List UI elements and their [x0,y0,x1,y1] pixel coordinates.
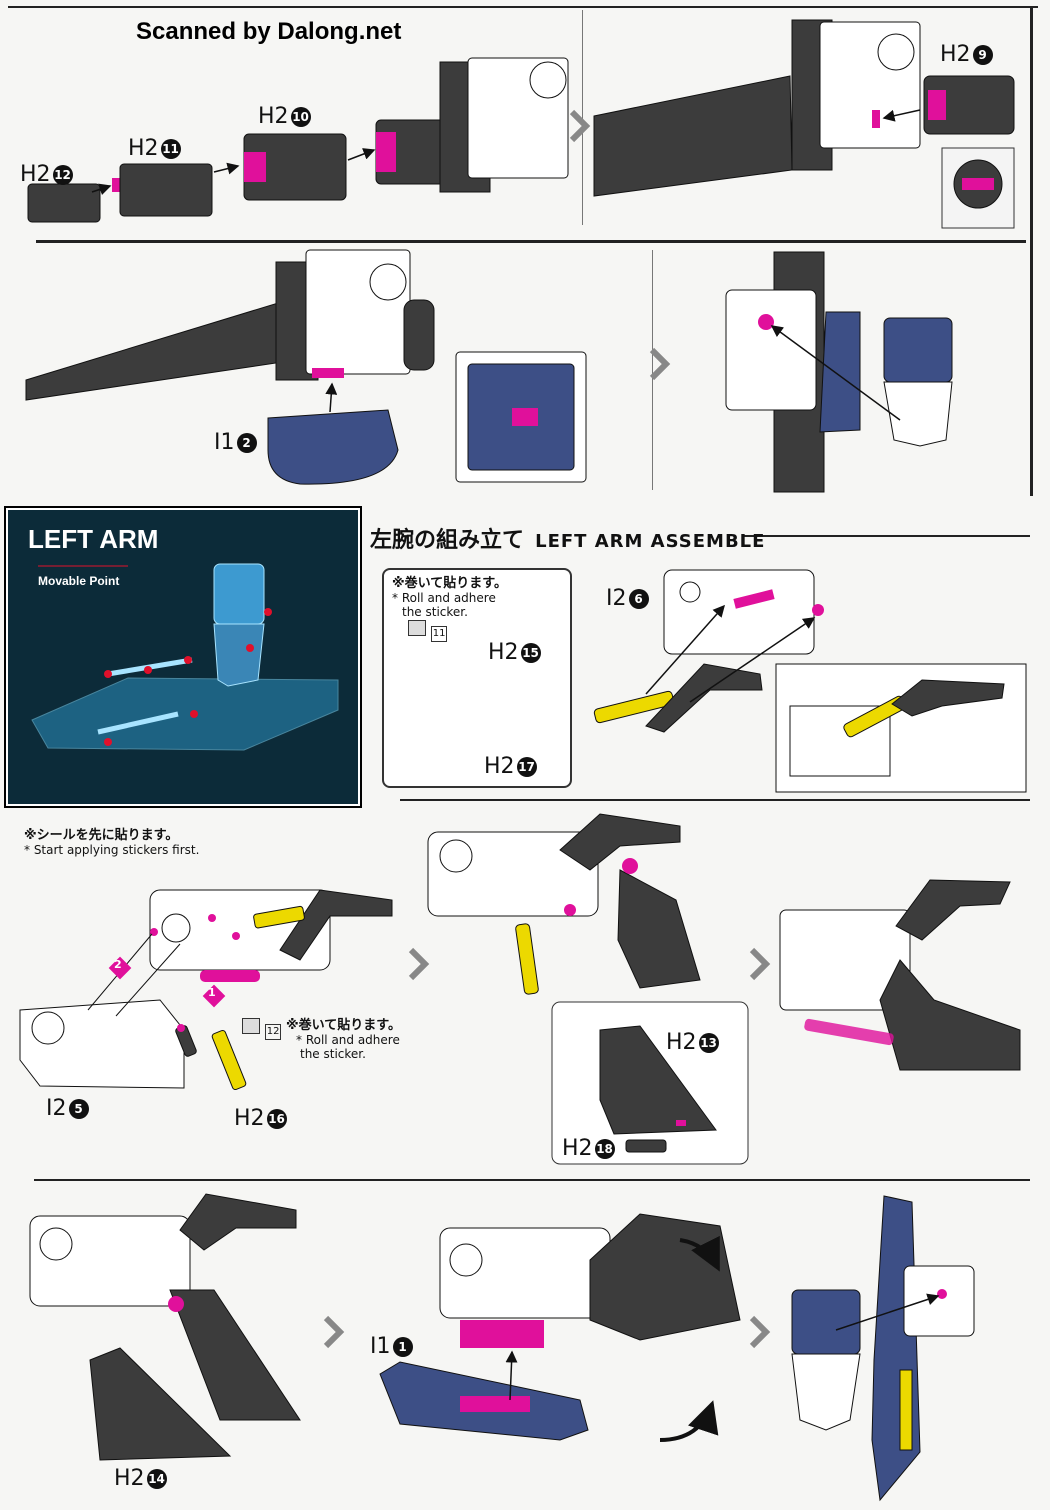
inset-assembled-frame [775,663,1027,793]
movable-point-label: Movable Point [38,574,120,588]
part-h2-10-barrel [243,133,347,201]
start-stickers-note: ※シールを先に貼ります。 * Start applying stickers f… [24,828,200,857]
scan-credit: Scanned by Dalong.net [136,18,402,45]
part-arm-assembly-mid [427,813,701,995]
inset-sticker-note [382,568,572,788]
sticker-11-badge: 11 [408,620,448,642]
left-arm-title: LEFT ARM [28,524,159,554]
section-divider [36,240,1026,243]
sticker-12-badge: 12 [242,1018,282,1040]
part-arm-assembly-final-b [439,1213,741,1348]
assemble-header: 左腕の組み立て LEFT ARM ASSEMBLE [370,522,765,554]
inset-armor-detail [455,351,587,483]
right-frame [1030,6,1033,496]
part-h2-9-cap [923,75,1015,135]
next-step-arrow [323,109,771,1349]
sticker-order-2: 2 [114,958,122,971]
part-barrel-assembly-side [25,249,435,401]
part-shoulder-joint [883,317,953,447]
sticker-marker-2 [108,956,132,980]
part-arm-subassembly [593,663,763,733]
roll-sticker-note: ※巻いて貼ります。 * Roll and adhere the sticker. [392,576,507,619]
left-arm-movable-panel: LEFT ARM Movable Point [6,508,360,806]
part-barrel-assembly-complete [593,19,921,197]
assemble-title-en: LEFT ARM ASSEMBLE [535,531,766,552]
part-i2-5-frame [19,999,185,1089]
part-arm-assembly-final-a [29,1193,301,1421]
part-h2-14-plate [89,1347,232,1461]
movable-points-diagram [8,510,358,804]
part-i1-1-armor [379,1361,589,1441]
part-shoulder-mount [725,251,861,493]
part-h2-16-piston [175,1024,247,1091]
part-barrel-assembly-main [375,57,569,193]
part-arm-assembly-exploded [149,889,393,982]
part-i1-2-armor [267,409,399,485]
roll-sticker-note-2: ※巻いて貼ります。 * Roll and adhere the sticker. [286,1018,401,1061]
part-h2-11-barrel [119,163,213,217]
assemble-title-jp: 左腕の組み立て [370,528,525,553]
part-arm-assembly-right [779,879,1021,1071]
part-left-arm-complete [791,1195,975,1502]
inset-cap-detail [941,147,1015,229]
part-i2-6-frame [663,569,824,655]
sticker-order-1: 1 [208,986,216,999]
step-divider [582,10,583,225]
